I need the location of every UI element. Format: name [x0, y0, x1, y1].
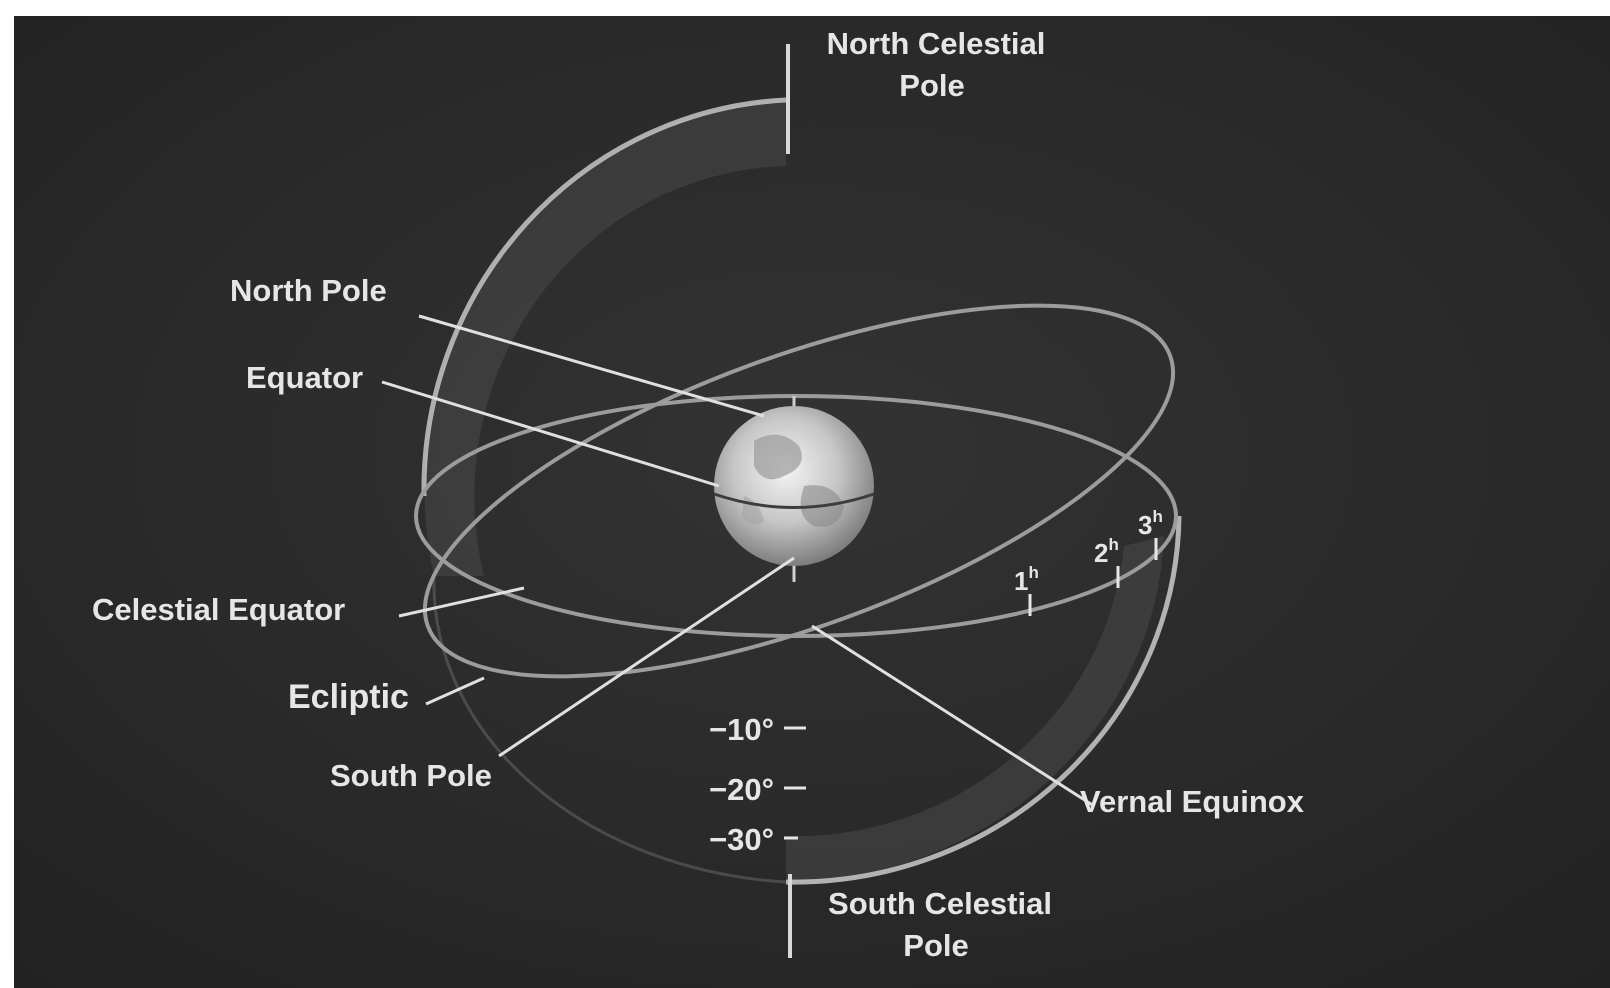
south-pole-leader — [498, 556, 795, 758]
declination-label-10: −10° — [709, 712, 774, 747]
celestial-sphere-diagram: North Celestial Pole North Pole Equator … — [14, 16, 1610, 988]
declination-label-30: −30° — [709, 822, 774, 857]
sphere-upper-rim — [421, 97, 787, 497]
vernal-equinox-label: Vernal Equinox — [1080, 784, 1305, 819]
declination-label-20: −20° — [709, 772, 774, 807]
hour-label-2: 2h — [1094, 535, 1119, 568]
equator-label: Equator — [246, 360, 363, 395]
earth-equator-line — [713, 492, 875, 509]
north-celestial-pole-label-line2: Pole — [899, 68, 964, 103]
diagram-frame: North Celestial Pole North Pole Equator … — [14, 16, 1610, 988]
hour-label-1: 1h — [1014, 563, 1039, 596]
north-pole-leader — [418, 314, 765, 418]
sphere-lower-rim — [785, 515, 1182, 885]
vernal-equinox-leader — [811, 624, 1095, 808]
celestial-equator-leader — [398, 586, 525, 618]
celestial-equator-label: Celestial Equator — [92, 592, 345, 627]
south-celestial-pole-label-line1: South Celestial — [828, 886, 1052, 921]
sphere-lower-shell — [786, 536, 1164, 882]
south-celestial-pole-label-line2: Pole — [903, 928, 968, 963]
north-celestial-pole-label-line1: North Celestial — [827, 26, 1046, 61]
earth-globe — [713, 396, 875, 582]
ecliptic-label: Ecliptic — [288, 678, 409, 716]
hour-label-3: 3h — [1138, 507, 1163, 540]
leader-lines — [381, 314, 1095, 808]
equator-leader — [381, 380, 720, 488]
north-pole-label: North Pole — [230, 273, 387, 308]
ecliptic-leader — [425, 676, 485, 706]
south-pole-label: South Pole — [330, 758, 492, 793]
ecliptic-ring — [422, 303, 1176, 679]
